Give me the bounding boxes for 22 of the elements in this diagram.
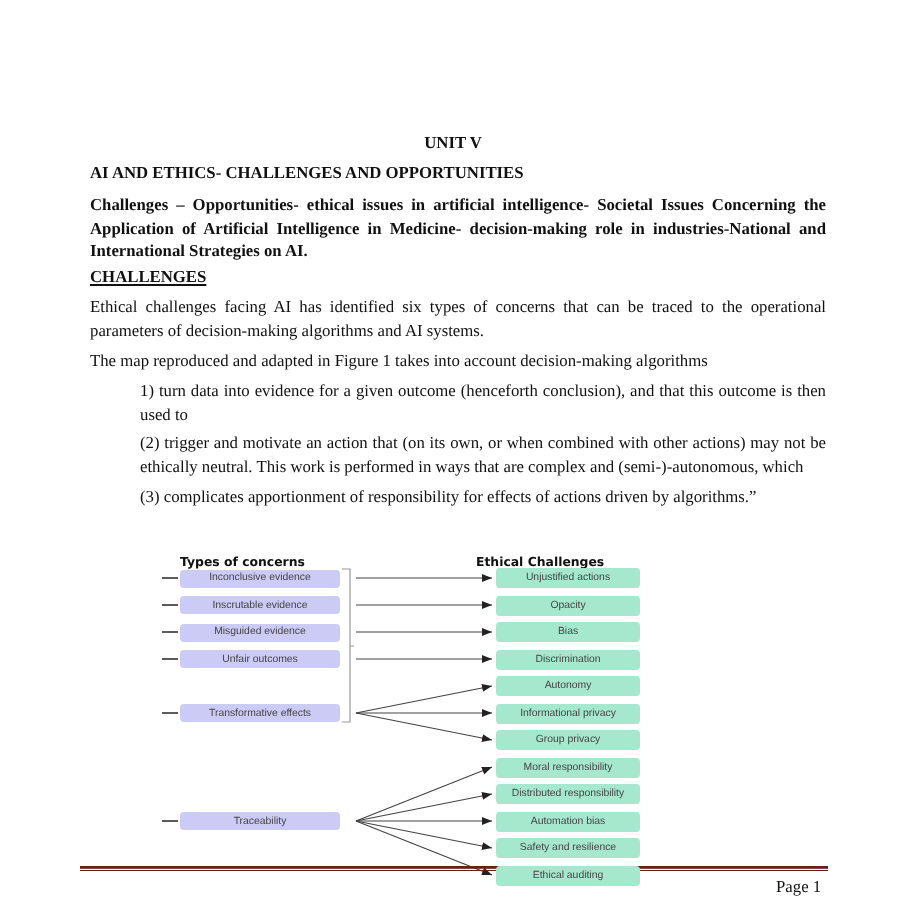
arrow (355, 628, 493, 636)
arrow (355, 601, 493, 609)
page-heading: UNIT V (422, 132, 484, 155)
arrow (355, 574, 493, 582)
arrow (355, 655, 493, 663)
section-heading: AI AND ETHICS- CHALLENGES AND OPPORTUNITIES (90, 162, 526, 185)
page-number: Page 1 (776, 876, 822, 899)
arrow (355, 766, 493, 822)
list-item: (3) complicates apportionment of responsibility for effects of actions driven by algorithms.” (140, 486, 759, 509)
body-paragraph: Ethical challenges facing AI has identified six types of concerns that can be traced to the operational parameters of decision-making algorithms and AI systems. (90, 296, 826, 342)
list-item: (2) trigger and motivate an action that (on its own, or when combined with other actions) may not be ethically neutral. This work is performed in ways that are complex and (semi-)-autonomous, which (140, 432, 826, 478)
subsection-heading: CHALLENGES (90, 266, 207, 289)
arrow (355, 684, 493, 714)
arrow (355, 709, 493, 717)
body-paragraph: The map reproduced and adapted in Figure 1 takes into account decision-making algorithms (90, 350, 710, 373)
arrow (355, 820, 493, 850)
topics-paragraph: Challenges – Opportunities- ethical issues in artificial intelligence- Societal Issues Concerning the Application of Artificial Intelligence in Medicine- decision-making role in industries-National and International Strategies on AI. (90, 194, 826, 263)
arrow (355, 817, 493, 825)
list-item: 1) turn data into evidence for a given outcome (henceforth conclusion), and that this outcome is then used to (140, 380, 826, 426)
arrow (355, 792, 493, 822)
arrow (355, 712, 493, 742)
arrow (355, 820, 493, 876)
